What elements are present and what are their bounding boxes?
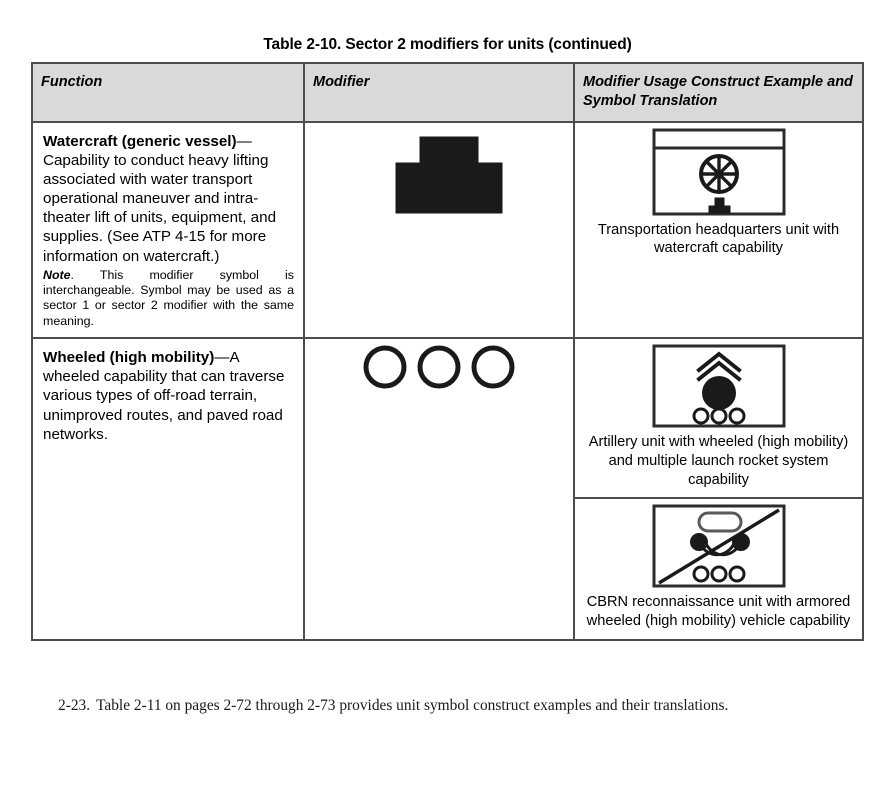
- function-body-wheeled: A wheeled capability that can traverse v…: [43, 349, 285, 443]
- function-note-watercraft: Note. This modifier symbol is interchang…: [43, 268, 294, 330]
- header-cell-modifier-usage: Modifier Usage Construct Example and Sym…: [573, 62, 864, 123]
- modifier-cell-wheeled: [303, 337, 575, 641]
- usage-example-artillery: Artillery unit with wheeled (high mobili…: [575, 339, 862, 500]
- transportation-headquarters-watercraft-symbol: [652, 128, 785, 216]
- function-cell-wheeled: Wheeled (high mobility)—A wheeled capabi…: [31, 337, 305, 641]
- function-description-watercraft: Watercraft (generic vessel)—Capability t…: [43, 132, 294, 266]
- table-caption: Table 2-10. Sector 2 modifiers for units…: [263, 36, 632, 53]
- usage-cell-wheeled: Artillery unit with wheeled (high mobili…: [573, 337, 864, 641]
- function-term-wheeled: Wheeled (high mobility): [43, 349, 215, 367]
- table-header-row: Function Modifier Modifier Usage Constru…: [31, 62, 864, 123]
- footer-paragraph: 2-23. Table 2-11 on pages 2-72 through 2-…: [58, 697, 858, 715]
- modifier-cell-watercraft: [303, 120, 575, 340]
- usage-example-cbrn: CBRN reconnaissance unit with armored wh…: [575, 499, 862, 638]
- usage-cell-watercraft: Transportation headquarters unit with wa…: [573, 120, 864, 340]
- function-dash-wheeled: —: [214, 349, 230, 367]
- wheeled-high-mobility-three-circles-symbol: [363, 345, 515, 389]
- table-row-wheeled: Wheeled (high mobility)—A wheeled capabi…: [31, 337, 864, 641]
- footer-paragraph-number: 2-23.: [58, 697, 91, 714]
- watercraft-generic-vessel-symbol: [395, 136, 503, 214]
- usage-caption-transportation-headquarters: Transportation headquarters unit with wa…: [597, 221, 840, 257]
- header-cell-modifier: Modifier: [303, 62, 575, 123]
- note-body-watercraft: . This modifier symbol is interchangeabl…: [43, 267, 294, 328]
- usage-caption-cbrn: CBRN reconnaissance unit with armored wh…: [586, 594, 851, 629]
- function-term-watercraft: Watercraft (generic vessel): [43, 132, 237, 150]
- sector-2-modifiers-table: Function Modifier Modifier Usage Constru…: [31, 62, 864, 641]
- header-cell-function: Function: [31, 62, 305, 123]
- usage-caption-artillery: Artillery unit with wheeled (high mobili…: [588, 434, 849, 488]
- function-dash-watercraft: —: [236, 132, 252, 150]
- function-body-watercraft: Capability to conduct heavy lifting asso…: [43, 151, 277, 265]
- cbrn-recon-armored-wheeled-symbol: [652, 504, 785, 588]
- table-row-watercraft: Watercraft (generic vessel)—Capability t…: [31, 120, 864, 340]
- note-label-watercraft: Note: [43, 267, 71, 282]
- function-description-wheeled: Wheeled (high mobility)—A wheeled capabi…: [43, 348, 294, 444]
- footer-paragraph-text: Table 2-11 on pages 2-72 through 2-73 pr…: [96, 697, 729, 714]
- function-cell-watercraft: Watercraft (generic vessel)—Capability t…: [31, 120, 305, 340]
- artillery-mlrs-wheeled-symbol: [652, 344, 785, 428]
